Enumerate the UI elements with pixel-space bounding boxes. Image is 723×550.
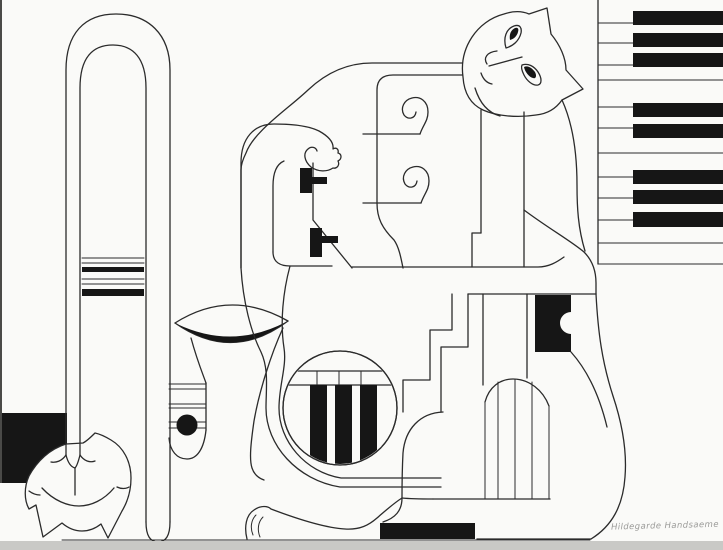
strings-bridge: [432, 378, 551, 500]
chin-curve: [474, 87, 501, 117]
valve-keys: [300, 168, 338, 257]
trombone-slide-stripes: [81, 257, 145, 296]
steps: [402, 293, 453, 413]
scan-edge-shadow: [0, 0, 2, 483]
vertical-piano-keyboard: [597, 0, 723, 265]
tuba: [168, 304, 289, 481]
scan-bottom-shadow: [0, 541, 723, 550]
haunch: [382, 411, 444, 523]
shoulder: [523, 209, 597, 295]
shadow-rectangle: [380, 523, 475, 539]
ring-inner: [278, 265, 442, 479]
cat-head: [461, 7, 584, 117]
bell-crescent: [177, 322, 286, 343]
valve-dot: [176, 414, 198, 436]
inverted-cat-face-bell: [24, 432, 132, 539]
arm-and-paw: [240, 123, 353, 269]
black-keys: [633, 11, 723, 227]
waist-notch: [535, 295, 608, 428]
shoulder-band: [351, 256, 597, 413]
cello-neck: [471, 99, 597, 386]
tuba-bell-rim: [174, 304, 289, 324]
guitar-body: [476, 293, 627, 540]
cat-back: [561, 99, 586, 252]
trombone: [65, 13, 171, 543]
valve-stripes: [168, 383, 207, 429]
cat-eye-right: [520, 63, 542, 86]
cat-eye-left: [504, 24, 522, 49]
muzzle-curve: [484, 50, 498, 65]
violin-scrolls: [362, 96, 430, 204]
piano-roundel: [278, 265, 442, 479]
front-paw: [245, 497, 403, 540]
